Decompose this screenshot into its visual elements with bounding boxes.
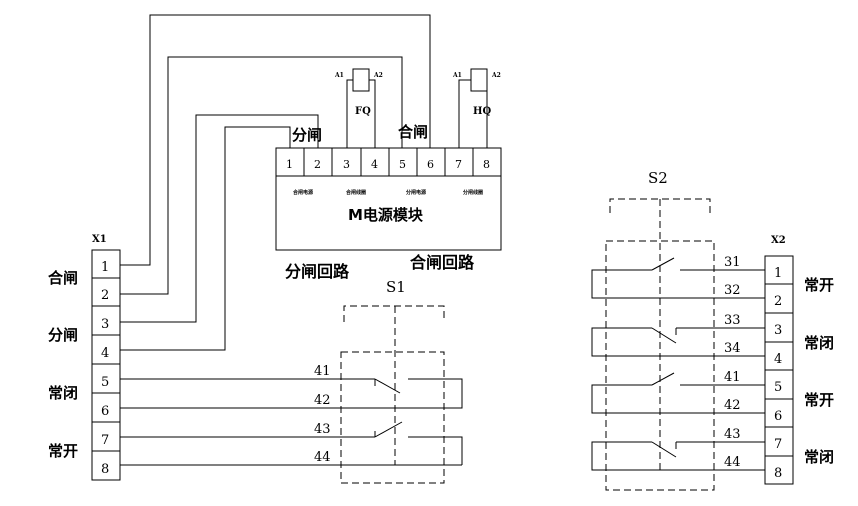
s2-wire-32: 32 xyxy=(724,283,741,298)
module-terminal-7: 7 xyxy=(455,158,462,171)
module-sub-label-3: 分闸电源 xyxy=(406,189,426,196)
x2-group-label-no-1: 常开 xyxy=(804,276,834,294)
wire-x1-4 xyxy=(120,126,291,351)
wire-x1-3 xyxy=(120,114,319,323)
coil-hq: A1 A2 HQ xyxy=(452,68,501,148)
x1-group-label-nc: 常闭 xyxy=(48,384,78,402)
wire-x1-1 xyxy=(120,14,431,266)
coil-fq-a1: A1 xyxy=(334,72,344,79)
x2-terminal-2: 2 xyxy=(774,294,782,309)
coil-hq-a1: A1 xyxy=(452,72,462,79)
switch-s2: S2 31 32 33 34 41 42 43 44 xyxy=(591,169,765,491)
coil-hq-a2: A2 xyxy=(491,72,501,79)
coil-hq-body xyxy=(470,68,488,92)
s2-title: S2 xyxy=(648,169,668,187)
s1-no-contact-blade xyxy=(374,421,403,438)
s1-wire-41: 41 xyxy=(314,364,331,379)
x2-terminal-4: 4 xyxy=(774,352,782,367)
x2-title: X2 xyxy=(771,235,786,246)
x2-terminal-7: 7 xyxy=(774,437,782,452)
s1-wire-42: 42 xyxy=(314,393,331,408)
x1-group-label-no: 常开 xyxy=(48,442,78,460)
x1-terminal-4: 4 xyxy=(101,346,109,361)
module-circuit-close: 合闸回路 xyxy=(410,253,475,272)
s1-dashed-enclosure xyxy=(340,351,445,484)
s2-wire-42: 42 xyxy=(724,398,741,413)
s2-wire-44: 44 xyxy=(724,455,741,470)
coil-fq-name: FQ xyxy=(355,106,371,117)
x1-frame xyxy=(91,249,121,481)
x2-group-label-nc-2: 常闭 xyxy=(804,448,834,466)
x2-terminal-6: 6 xyxy=(774,409,782,424)
module-top-label-open: 分闸 xyxy=(292,126,322,144)
s2-contact-41-blade xyxy=(651,372,675,386)
x1-title: X1 xyxy=(92,234,107,245)
s2-wire-33: 33 xyxy=(724,313,741,328)
s1-title: S1 xyxy=(386,278,406,296)
module-sub-label-4: 分闸线圈 xyxy=(463,189,483,196)
x2-terminal-8: 8 xyxy=(774,466,782,481)
s1-wire-43: 43 xyxy=(314,422,331,437)
module-top-label-close: 合闸 xyxy=(397,123,428,141)
x1-terminal-8: 8 xyxy=(101,462,109,477)
x1-terminal-6: 6 xyxy=(101,404,109,419)
coil-fq-body xyxy=(352,68,370,92)
x1-terminal-3: 3 xyxy=(101,317,109,332)
x2-terminal-block: X2 1 2 3 4 5 6 7 8 常开 常闭 常开 常闭 xyxy=(764,235,834,485)
switch-s1: S1 41 42 43 44 xyxy=(120,278,463,484)
power-module: 分闸 合闸 1 2 3 4 5 6 7 8 合闸电源 合闸线圈 分闸电源 分闸线… xyxy=(275,123,502,281)
x1-terminal-1: 1 xyxy=(101,260,109,275)
x2-terminal-1: 1 xyxy=(774,266,782,281)
s2-wire-41: 41 xyxy=(724,370,741,385)
module-terminal-5: 5 xyxy=(399,158,406,171)
x1-to-module-wires xyxy=(120,14,431,351)
s2-contact-31-blade xyxy=(651,257,675,271)
x2-terminal-5: 5 xyxy=(774,380,782,395)
s2-contact-43-blade xyxy=(651,441,677,458)
coil-fq-a2: A2 xyxy=(373,72,383,79)
module-terminal-2: 2 xyxy=(314,158,321,171)
s1-wire-44: 44 xyxy=(314,450,331,465)
x2-terminal-3: 3 xyxy=(774,323,782,338)
x2-group-label-no-2: 常开 xyxy=(804,391,834,409)
x2-group-label-nc-1: 常闭 xyxy=(804,334,834,352)
x1-terminal-block: X1 1 2 3 4 5 6 7 8 合闸 分闸 常闭 常开 xyxy=(47,234,121,481)
s2-contact-33-blade xyxy=(651,327,677,344)
module-terminal-6: 6 xyxy=(427,158,434,171)
s2-wire-31: 31 xyxy=(724,255,741,270)
module-name: M电源模块 xyxy=(348,206,424,224)
module-terminal-8: 8 xyxy=(483,158,490,171)
x1-group-label-open: 分闸 xyxy=(48,326,78,344)
module-sub-label-2: 合闸线圈 xyxy=(345,189,366,196)
x1-terminal-2: 2 xyxy=(101,288,109,303)
s2-dashed-enclosure xyxy=(605,240,715,491)
module-terminal-3: 3 xyxy=(343,158,350,171)
s2-wire-34: 34 xyxy=(724,341,741,356)
coil-hq-name: HQ xyxy=(473,106,491,117)
s2-wire-43: 43 xyxy=(724,427,741,442)
module-circuit-open: 分闸回路 xyxy=(285,262,350,281)
x1-terminal-5: 5 xyxy=(101,375,109,390)
module-terminal-1: 1 xyxy=(286,158,293,171)
x1-terminal-7: 7 xyxy=(101,433,109,448)
wire-x1-2 xyxy=(120,56,403,295)
s1-nc-contact-blade xyxy=(374,378,401,394)
coil-fq: A1 A2 FQ xyxy=(334,68,383,148)
module-sub-label-1: 合闸电源 xyxy=(292,189,313,196)
module-terminal-4: 4 xyxy=(371,158,378,171)
x1-group-label-close: 合闸 xyxy=(47,269,78,287)
